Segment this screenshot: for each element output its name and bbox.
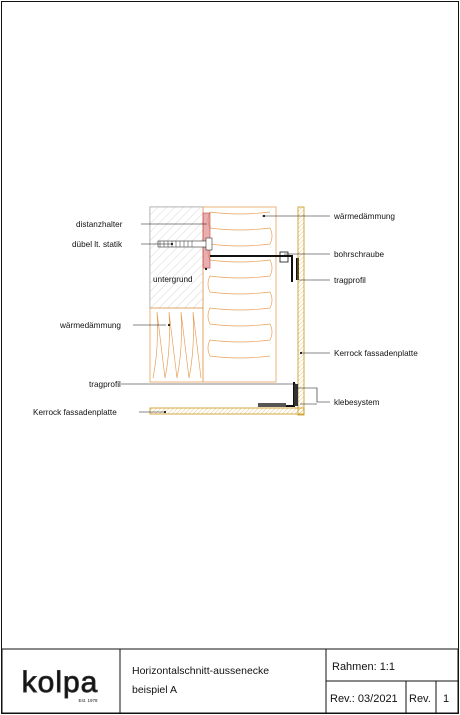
label-distanzhalter: distanzhalter	[76, 220, 123, 229]
kolpa-logo: kolpa Est. 1978	[21, 666, 99, 703]
label-waermedaemmung-right: wärmedämmung	[333, 212, 395, 221]
support-profile-corner	[258, 382, 298, 407]
label-waermedaemmung-left: wärmedämmung	[59, 321, 121, 330]
support-profile-right	[210, 251, 299, 282]
label-klebesystem: klebesystem	[334, 398, 380, 407]
facade-panel-right	[297, 206, 305, 416]
facade-panel-bottom	[149, 407, 305, 415]
drawing-title-line1: Horizontalschnitt-aussenecke	[132, 665, 269, 677]
svg-text:Est. 1978: Est. 1978	[78, 698, 98, 703]
annotation-leaders	[121, 215, 330, 413]
label-bohrschraube: bohrschraube	[334, 250, 385, 259]
label-tragprofil-right: tragprofil	[334, 276, 366, 285]
title-block: kolpa Est. 1978 Horizontalschnitt-aussen…	[1, 648, 459, 714]
label-untergrund: untergrund	[153, 275, 193, 284]
annotation-dots	[163, 214, 303, 414]
revision-date: Rev.: 03/2021	[330, 693, 398, 705]
section-drawing	[149, 206, 305, 416]
label-kerrock-right: Kerrock fassadenplatte	[334, 349, 418, 358]
revision-number: 1	[443, 693, 449, 705]
insulation-bottom	[149, 307, 204, 383]
label-duebel: dübel lt. statik	[72, 240, 123, 249]
revision-label: Rev.	[409, 693, 431, 705]
label-tragprofil-left: tragprofil	[89, 380, 121, 389]
svg-text:kolpa: kolpa	[22, 666, 99, 699]
label-kerrock-left: Kerrock fassadenplatte	[33, 408, 117, 417]
insulation-right	[202, 206, 277, 383]
scale-label: Rahmen: 1:1	[332, 661, 395, 673]
drawing-title-line2: beispiel A	[132, 684, 177, 696]
